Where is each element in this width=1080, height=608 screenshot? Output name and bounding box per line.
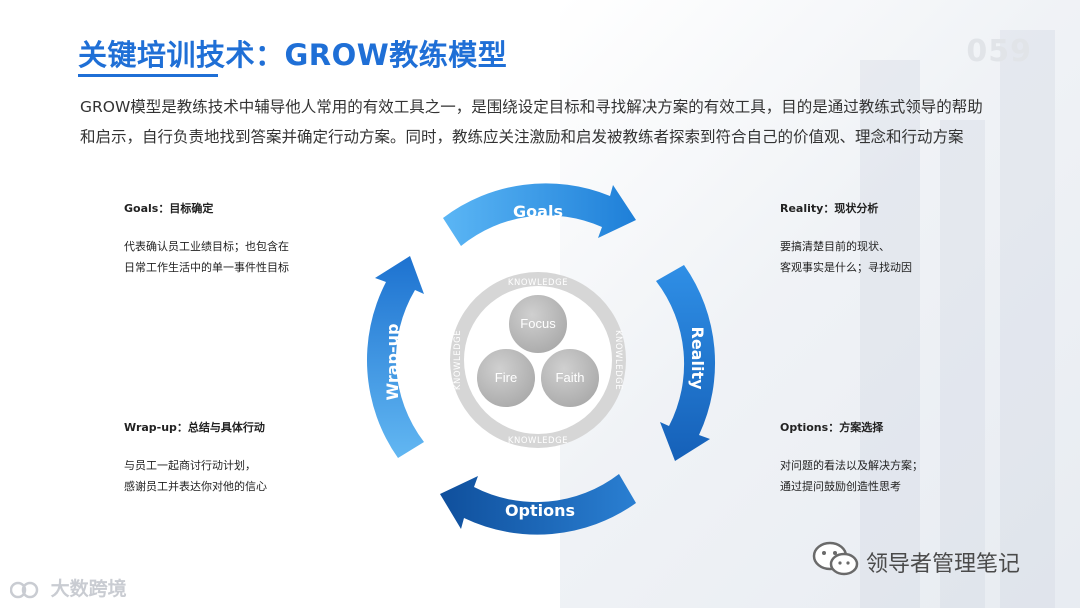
options-description: Options：方案选择 对问题的看法以及解决方案； 通过提问鼓励创造性思考 [780,419,923,497]
goals-description: Goals：目标确定 代表确认员工业绩目标；也包含在 日常工作生活中的单一事件性… [124,200,289,278]
goals-heading: Goals：目标确定 [124,202,214,215]
arrow-label-wrapup: Wrap-up [383,324,402,401]
logo-icon [9,581,39,598]
ring-label-right: KNOWLEDGE [613,330,623,390]
goals-text-line: 日常工作生活中的单一事件性目标 [124,261,289,274]
page-title: 关键培训技术：GROW教练模型 [78,38,508,72]
arrow-options [440,474,636,535]
intro-line-2: 和启示，自行负责地找到答案并确定行动方案。同时，教练应关注激励和启发被教练者探索… [80,128,964,146]
logo-text: 大数跨境 [50,578,127,600]
wechat-watermark: 领导者管理笔记 [808,540,1048,580]
reality-description: Reality：现状分析 要搞清楚目前的现状、 客观事实是什么；寻找动因 [780,200,912,278]
arrow-wrapup [366,256,424,458]
circle-label-faith: Faith [556,370,585,385]
footer-logo: 大数跨境 [9,574,127,601]
arrow-reality [656,265,716,461]
options-text-line: 对问题的看法以及解决方案； [780,459,923,472]
ring-label-top: KNOWLEDGE [508,278,568,288]
page-number: 059 [966,34,1032,69]
arrow-label-goals: Goals [513,202,563,221]
grow-cycle-diagram: Goals Reality Options Wrap-up KNOWLEDGE … [366,183,716,535]
title-underline [78,74,218,77]
reality-text-line: 客观事实是什么；寻找动因 [780,261,912,274]
wrapup-heading: Wrap-up：总结与具体行动 [124,421,265,434]
ring-label-left: KNOWLEDGE [453,330,463,390]
intro-paragraph: GROW模型是教练技术中辅导他人常用的有效工具之一，是围绕设定目标和寻找解决方案… [80,92,1030,152]
wrapup-description: Wrap-up：总结与具体行动 与员工一起商讨行动计划， 感谢员工并表达你对他的… [124,419,267,497]
reality-text-line: 要搞清楚目前的现状、 [780,240,890,253]
background-cityscape [560,0,1080,608]
arrow-goals [443,183,636,246]
arrow-label-reality: Reality [688,326,707,390]
options-heading: Options：方案选择 [780,421,884,434]
wechat-icon [812,541,859,576]
wrapup-text-line: 感谢员工并表达你对他的信心 [124,480,267,493]
circle-fire [475,347,537,409]
options-text-line: 通过提问鼓励创造性思考 [780,480,901,493]
intro-line-1: GROW模型是教练技术中辅导他人常用的有效工具之一，是围绕设定目标和寻找解决方案… [80,98,983,116]
wechat-account-name: 领导者管理笔记 [866,552,1021,577]
circle-focus [507,293,569,355]
wrapup-text-line: 与员工一起商讨行动计划， [124,459,256,472]
arrow-label-options: Options [505,501,575,520]
ring-label-bottom: KNOWLEDGE [508,436,568,446]
circle-label-fire: Fire [495,370,517,385]
goals-text-line: 代表确认员工业绩目标；也包含在 [124,240,289,253]
circle-faith [539,347,601,409]
circle-label-focus: Focus [520,316,556,331]
background-building [860,60,920,608]
background-building [1000,30,1055,608]
background-building [940,120,985,608]
reality-heading: Reality：现状分析 [780,202,879,215]
